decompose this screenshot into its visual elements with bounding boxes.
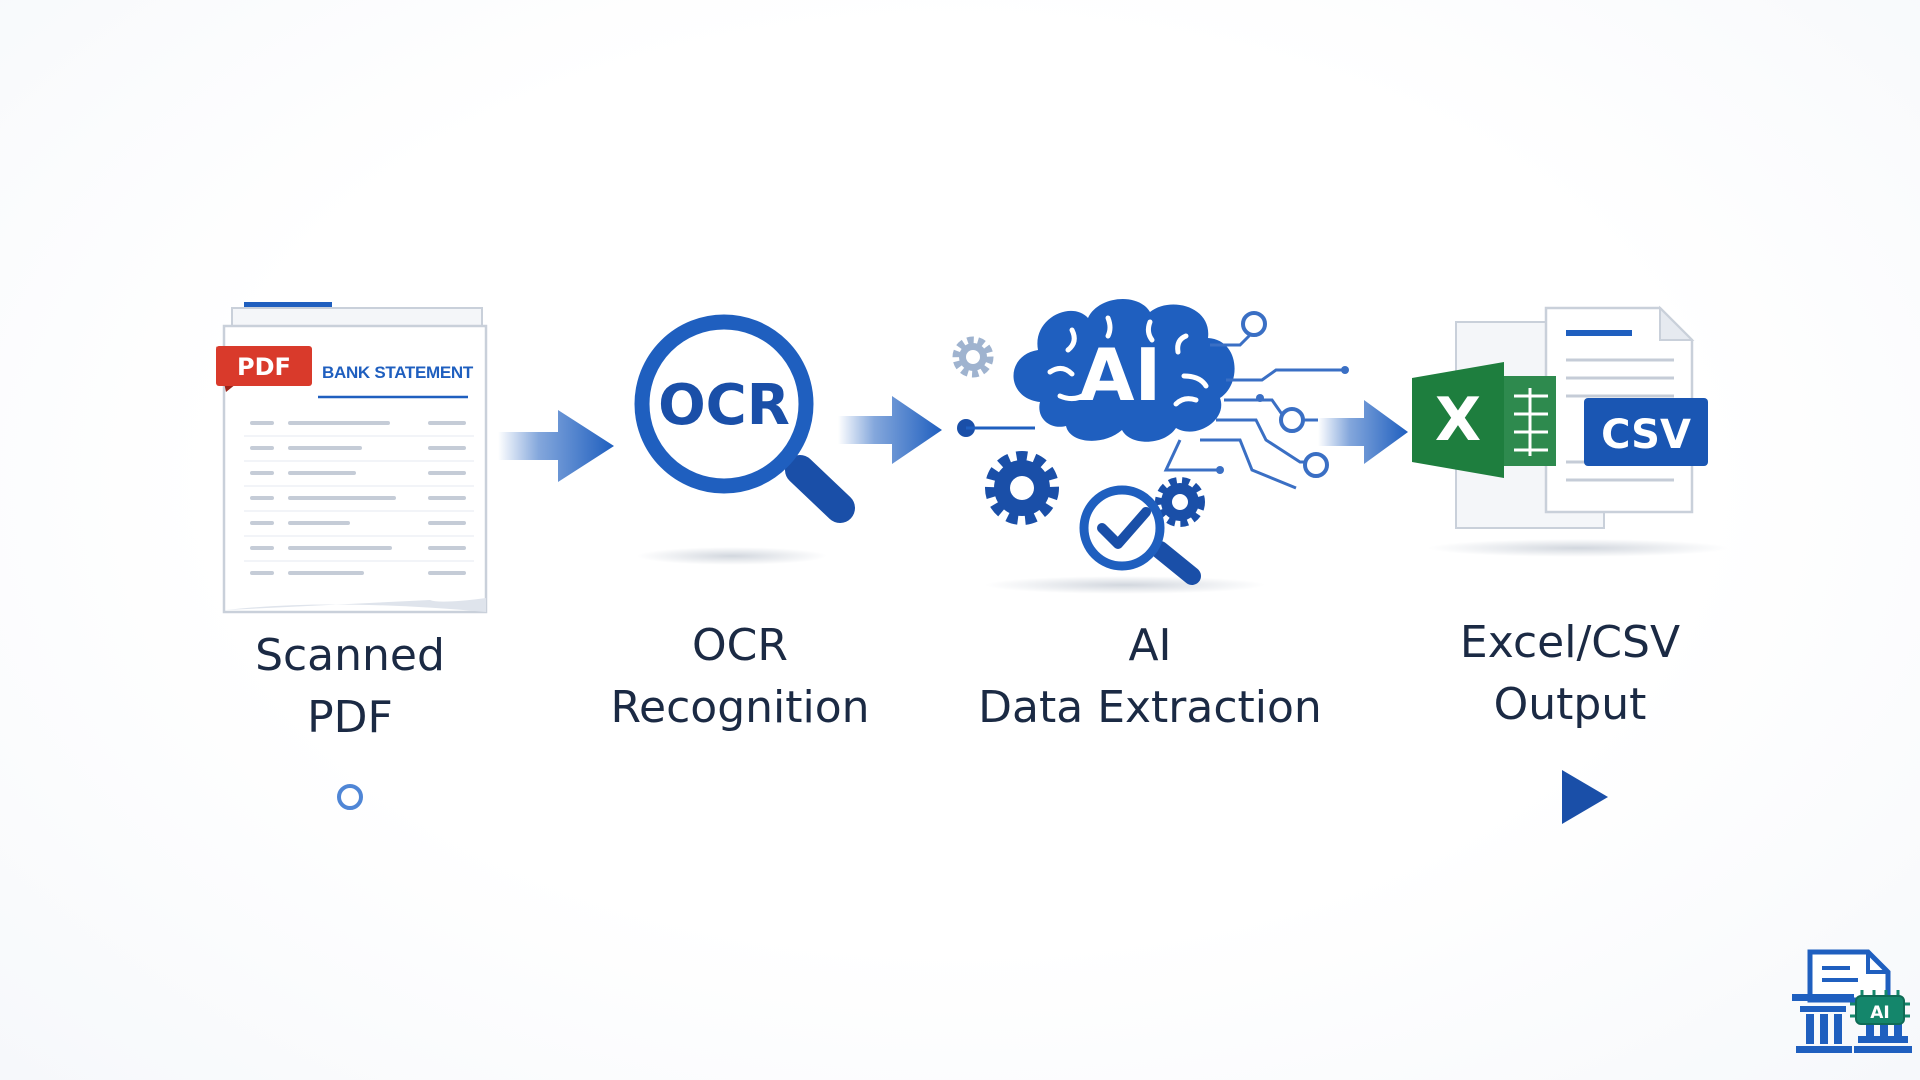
step-label-output: Excel/CSV Output — [1400, 612, 1740, 736]
document-heading: BANK STATEMENT — [322, 363, 474, 382]
step-label-line-1: OCR — [692, 620, 788, 671]
pdf-badge: PDF — [216, 346, 312, 392]
flow-arrow-2 — [838, 396, 942, 464]
brand-logo-icon: AI — [1792, 949, 1912, 1053]
flow-arrow-1 — [498, 410, 614, 482]
ai-brain-icon: AI — [952, 299, 1349, 594]
scanned-pdf-icon: PDF BANK STATEMENT — [216, 302, 488, 614]
csv-badge: CSV — [1584, 398, 1708, 466]
excel-csv-icon: X CSV — [1412, 305, 1728, 557]
step-label-line-2: PDF — [307, 692, 393, 743]
flow-arrow-3 — [1318, 400, 1408, 464]
ai-brain-label: AI — [1079, 333, 1162, 417]
step-label-line-2: Data Extraction — [978, 682, 1322, 733]
ocr-lens-label: OCR — [658, 373, 790, 438]
step-label-line-1: AI — [1128, 620, 1172, 671]
large-gear-icon — [985, 451, 1059, 525]
step-label-line-2: Output — [1493, 679, 1647, 730]
small-gear-icon — [952, 336, 994, 378]
ocr-magnifier-icon: OCR — [634, 314, 855, 565]
step-label-ocr: OCR Recognition — [560, 615, 920, 739]
timeline-start-dot — [337, 784, 363, 810]
step-label-ai: AI Data Extraction — [940, 615, 1360, 739]
step-label-line-1: Excel/CSV — [1459, 617, 1681, 668]
step-label-scanned-pdf: Scanned PDF — [200, 625, 500, 749]
step-label-line-2: Recognition — [610, 682, 870, 733]
timeline-arrow — [337, 770, 1608, 824]
ai-chip-icon: AI — [1850, 990, 1910, 1025]
pdf-badge-label: PDF — [237, 353, 291, 381]
excel-logo-letter: X — [1435, 385, 1481, 455]
check-magnifier-icon — [1079, 485, 1201, 585]
csv-badge-label: CSV — [1601, 412, 1691, 458]
medium-gear-icon — [1155, 477, 1205, 527]
ai-chip-label: AI — [1870, 1003, 1889, 1023]
step-label-line-1: Scanned — [255, 630, 445, 681]
excel-logo-icon: X — [1412, 362, 1556, 478]
